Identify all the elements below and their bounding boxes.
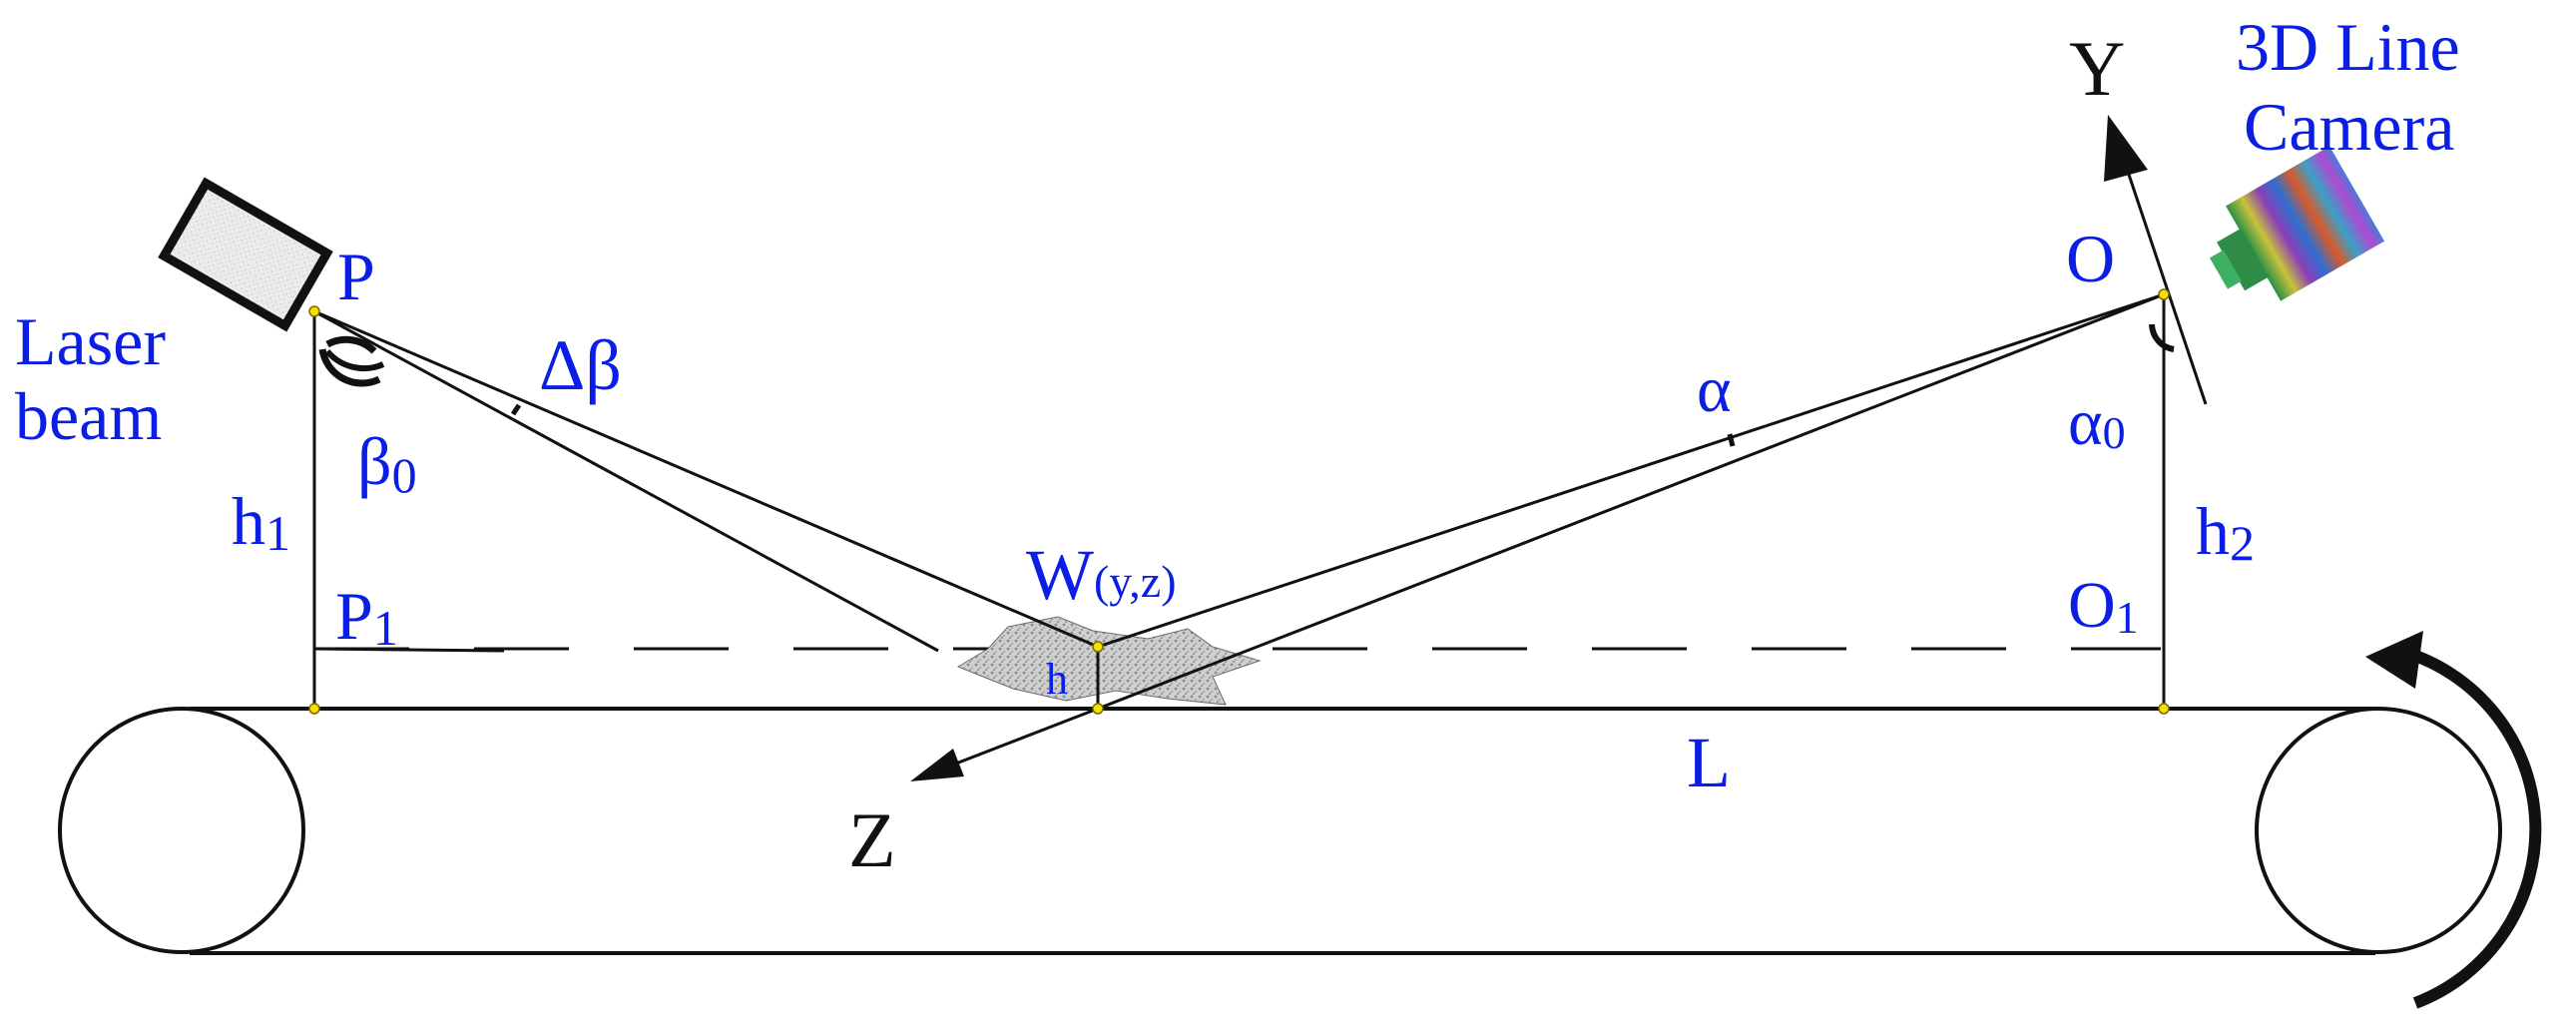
laser-ray-2 <box>313 309 939 653</box>
point-P-base <box>308 703 320 715</box>
W-coordinates: (y,z) <box>1094 556 1177 607</box>
label-alpha0: α0 <box>2068 386 2126 459</box>
p1-reference-solid <box>313 647 505 653</box>
laser-emitter <box>158 177 333 332</box>
h1-subscript: 1 <box>265 505 290 561</box>
label-beta0: β0 <box>357 423 417 503</box>
label-h1: h1 <box>232 483 290 561</box>
object-on-belt <box>956 616 1262 706</box>
conveyor-belt <box>58 707 2502 955</box>
rotation-arrow <box>2365 631 2542 1009</box>
h2-subscript: 2 <box>2230 515 2255 571</box>
z-axis-line <box>942 707 1099 770</box>
label-delta-beta: Δβ <box>539 325 622 405</box>
beta0-angle-arc <box>318 335 381 387</box>
label-Y: Y <box>2069 25 2125 112</box>
label-P1: P1 <box>335 578 398 656</box>
O1-subscript: 1 <box>2116 592 2139 643</box>
camera-label-line1: 3D Line <box>2236 9 2460 85</box>
label-W: W(y,z) <box>1026 535 1177 615</box>
label-Z: Z <box>848 796 896 883</box>
P1-subscript: 1 <box>373 600 398 656</box>
laser-beam-label-line1: Laser <box>15 303 166 379</box>
left-roller <box>58 707 305 954</box>
point-W <box>1092 641 1104 653</box>
camera-body <box>2209 146 2385 301</box>
label-O1: O1 <box>2068 569 2139 643</box>
point-W-base <box>1092 703 1104 715</box>
point-P <box>308 305 320 317</box>
laser-beam-label-line2: beam <box>15 378 162 454</box>
beta0-subscript: 0 <box>392 447 417 503</box>
y-axis-line <box>2122 159 2208 405</box>
point-O-base <box>2158 703 2170 715</box>
label-P: P <box>337 239 375 314</box>
z-axis-arrowhead <box>910 749 964 781</box>
label-O: O <box>2066 221 2115 296</box>
delta-beta-arc <box>510 403 522 416</box>
laser-ray-1 <box>313 309 1099 649</box>
y-axis-arrowhead <box>2104 115 2148 182</box>
right-roller <box>2255 707 2502 954</box>
camera-label-line2: Camera <box>2244 89 2454 165</box>
camera-ray-1 <box>1097 292 2165 649</box>
label-L: L <box>1687 723 1731 802</box>
label-object-h: h <box>1046 655 1068 704</box>
camera-ray-2 <box>1097 292 2165 711</box>
rotation-arrowhead <box>2365 631 2423 689</box>
label-alpha: α <box>1697 353 1732 426</box>
alpha0-subscript: 0 <box>2103 407 2126 458</box>
point-O <box>2158 288 2170 300</box>
beta0-arc <box>324 348 385 371</box>
label-h2: h2 <box>2196 493 2255 571</box>
alpha-arc <box>1727 433 1736 447</box>
alpha0-arc <box>2149 323 2175 352</box>
